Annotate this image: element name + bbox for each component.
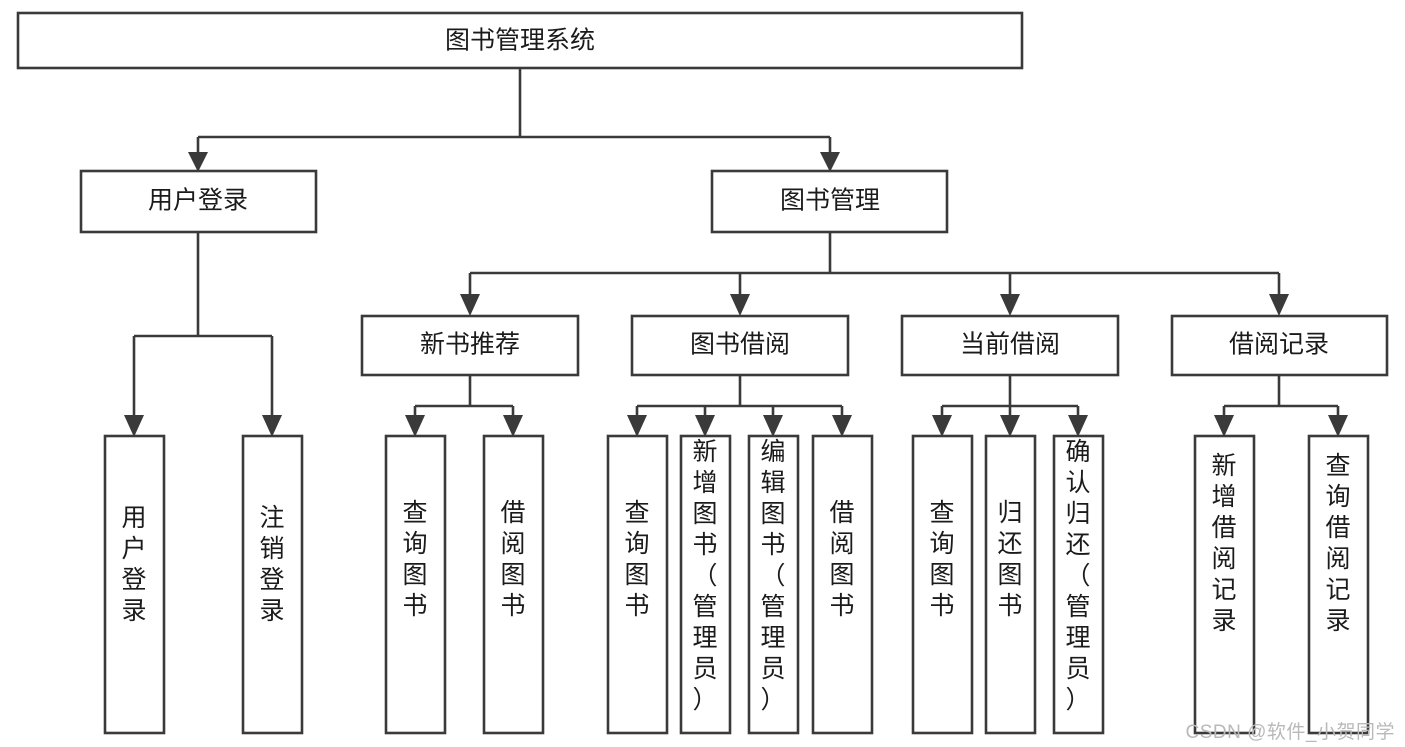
node-newbook-label: 新书推荐 xyxy=(420,331,520,359)
leaf-query-book-3-label: 查询图书 xyxy=(929,499,954,620)
node-root-label: 图书管理系统 xyxy=(445,27,595,55)
node-newbook-box[interactable] xyxy=(360,314,580,377)
leaf-add-record-label: 新增借阅记录 xyxy=(1211,452,1236,635)
arrowhead-records xyxy=(1269,294,1289,316)
leaf-add-book-box[interactable] xyxy=(679,434,732,735)
arrowhead-current xyxy=(1000,294,1020,316)
arrowhead-leaf-confirm-return xyxy=(1068,415,1088,437)
leaf-query-record-box[interactable] xyxy=(1307,434,1370,735)
leaf-query-record-label: 查询借阅记录 xyxy=(1325,452,1350,635)
node-newbook[interactable]: 新书推荐 xyxy=(360,314,580,377)
leaf-borrow-book-1-box[interactable] xyxy=(482,434,545,735)
arrowhead-leaf-edit-book xyxy=(763,415,783,437)
leaf-user-login-box[interactable] xyxy=(103,434,166,735)
leaf-user-logout[interactable]: 注销登录 xyxy=(241,434,304,735)
arrowhead-login xyxy=(188,152,208,172)
arrowhead-leaf-borrow-book-2 xyxy=(832,415,852,437)
leaf-query-record[interactable]: 查询借阅记录 xyxy=(1307,434,1370,735)
node-root[interactable]: 图书管理系统 xyxy=(16,11,1024,70)
leaf-add-record[interactable]: 新增借阅记录 xyxy=(1193,434,1256,735)
leaf-query-book-1[interactable]: 查询图书 xyxy=(384,434,447,735)
leaf-borrow-book-2[interactable]: 借阅图书 xyxy=(811,434,874,735)
leaf-borrow-book-2-box[interactable] xyxy=(811,434,874,735)
arrowhead-bookmgmt xyxy=(820,152,840,172)
node-root-box[interactable] xyxy=(16,11,1024,70)
node-records[interactable]: 借阅记录 xyxy=(1170,314,1389,377)
arrowhead-leaf-borrow-book-1 xyxy=(503,415,523,437)
node-current[interactable]: 当前借阅 xyxy=(900,314,1120,377)
leaf-user-logout-box[interactable] xyxy=(241,434,304,735)
leaf-query-book-2-label: 查询图书 xyxy=(624,499,649,620)
leaf-borrow-book-1[interactable]: 借阅图书 xyxy=(482,434,545,735)
leaf-borrow-book-1-label: 借阅图书 xyxy=(500,499,525,620)
leaf-add-record-box[interactable] xyxy=(1193,434,1256,735)
node-records-label: 借阅记录 xyxy=(1229,331,1329,359)
leaf-query-book-1-label: 查询图书 xyxy=(402,499,427,620)
arrowhead-leaf-user-login xyxy=(124,415,144,437)
node-borrow-box[interactable] xyxy=(630,314,850,377)
arrowhead-borrow xyxy=(730,294,750,316)
node-records-box[interactable] xyxy=(1170,314,1389,377)
arrowhead-leaf-query-book-2 xyxy=(627,415,647,437)
leaf-confirm-return-label: 确认归还（管理员） xyxy=(1065,438,1090,714)
arrowhead-leaf-query-record xyxy=(1328,415,1348,437)
arrowhead-leaf-query-book-1 xyxy=(405,415,425,437)
leaf-return-book-box[interactable] xyxy=(984,434,1037,735)
leaf-return-book[interactable]: 归还图书 xyxy=(984,434,1037,735)
node-bookmgmt[interactable]: 图书管理 xyxy=(710,169,949,234)
leaf-query-book-3-box[interactable] xyxy=(911,434,974,735)
leaf-borrow-book-2-label: 借阅图书 xyxy=(829,499,854,620)
node-current-box[interactable] xyxy=(900,314,1120,377)
node-current-label: 当前借阅 xyxy=(960,331,1060,359)
leaf-edit-book-box[interactable] xyxy=(747,434,800,735)
node-login-box[interactable] xyxy=(79,169,318,234)
leaf-add-book-label: 新增图书（管理员） xyxy=(692,438,717,714)
node-bookmgmt-label: 图书管理 xyxy=(780,187,880,215)
leaf-return-book-label: 归还图书 xyxy=(997,499,1022,620)
node-borrow-label: 图书借阅 xyxy=(690,331,790,359)
leaf-user-logout-label: 注销登录 xyxy=(259,504,284,625)
arrowhead-leaf-add-record xyxy=(1214,415,1234,437)
leaf-query-book-1-box[interactable] xyxy=(384,434,447,735)
node-login[interactable]: 用户登录 xyxy=(79,169,318,234)
leaf-confirm-return[interactable]: 确认归还（管理员） xyxy=(1052,434,1105,735)
arrowhead-newbook xyxy=(460,294,480,316)
arrowhead-leaf-user-logout xyxy=(262,415,282,437)
leaf-user-login[interactable]: 用户登录 xyxy=(103,434,166,735)
leaf-confirm-return-box[interactable] xyxy=(1052,434,1105,735)
leaf-edit-book[interactable]: 编辑图书（管理员） xyxy=(747,434,800,735)
connector-layer xyxy=(124,68,1348,437)
leaf-edit-book-label: 编辑图书（管理员） xyxy=(760,438,785,714)
node-borrow[interactable]: 图书借阅 xyxy=(630,314,850,377)
arrowhead-leaf-return-book xyxy=(1000,415,1020,437)
arrowhead-leaf-add-book xyxy=(695,415,715,437)
node-login-label: 用户登录 xyxy=(148,187,248,215)
leaf-query-book-2-box[interactable] xyxy=(606,434,669,735)
arrowhead-leaf-query-book-3 xyxy=(932,415,952,437)
node-bookmgmt-box[interactable] xyxy=(710,169,949,234)
leaf-add-book[interactable]: 新增图书（管理员） xyxy=(679,434,732,735)
leaf-user-login-label: 用户登录 xyxy=(121,504,146,625)
leaf-query-book-2[interactable]: 查询图书 xyxy=(606,434,669,735)
leaf-query-book-3[interactable]: 查询图书 xyxy=(911,434,974,735)
